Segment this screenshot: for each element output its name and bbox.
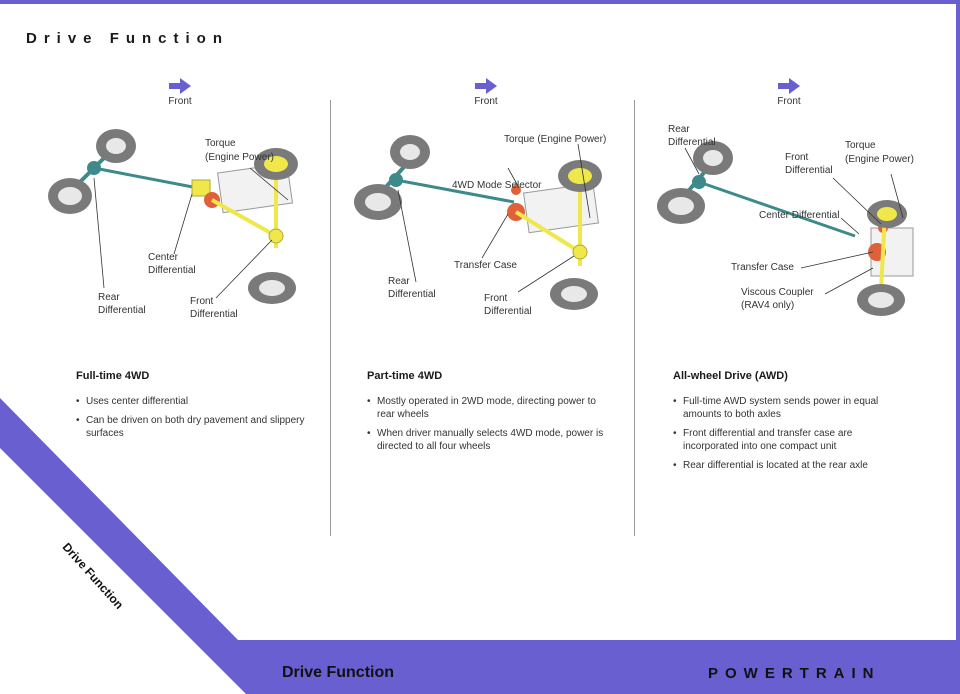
label-center-diff-1: Center	[148, 252, 179, 263]
arrow-right-icon	[475, 78, 497, 94]
section-title: All-wheel Drive (AWD)	[673, 370, 788, 382]
label-front-diff-1: Front	[484, 293, 508, 304]
label-rear-diff-1: Rear	[98, 292, 120, 303]
label-center-diff: Center Differential	[759, 210, 839, 221]
drivetrain-diagram-part-time: Torque (Engine Power) 4WD Mode Selector …	[354, 134, 606, 317]
feature-list: Uses center differential Can be driven o…	[76, 395, 316, 446]
label-front-diff-2: Differential	[484, 306, 532, 317]
drivetrain-diagram-awd: Rear Differential Torque (Engine Power) …	[657, 124, 914, 316]
footer-brand: POWERTRAIN	[708, 665, 881, 682]
label-rear-diff-2: Differential	[388, 289, 436, 300]
label-4wd-selector: 4WD Mode Selector	[452, 180, 542, 191]
front-indicator: Front	[150, 78, 210, 107]
label-torque: Torque	[205, 138, 236, 149]
page-title: Drive Function	[26, 30, 230, 47]
footer-section-title: Drive Function	[282, 664, 395, 681]
list-item: When driver manually selects 4WD mode, p…	[367, 427, 607, 453]
list-item: Rear differential is located at the rear…	[673, 459, 903, 472]
list-item: Front differential and transfer case are…	[673, 427, 903, 453]
label-front-diff-1: Front	[785, 152, 809, 163]
label-transfer-case: Transfer Case	[454, 260, 517, 271]
label-torque-sub: (Engine Power)	[205, 152, 274, 163]
front-indicator: Front	[456, 78, 516, 107]
label-front-diff-2: Differential	[190, 309, 238, 320]
label-rear-diff-1: Rear	[668, 124, 690, 135]
list-item: Uses center differential	[76, 395, 316, 408]
label-torque: Torque	[845, 140, 876, 151]
section-title: Part-time 4WD	[367, 370, 443, 382]
front-label: Front	[777, 96, 801, 107]
front-indicator: Front	[759, 78, 819, 107]
label-viscous-coupler-1: Viscous Coupler	[741, 287, 814, 298]
column-part-time-4wd: Front Torque (Engine Power) 4WD Mode Sel…	[342, 78, 642, 518]
column-divider-2	[634, 100, 635, 536]
list-item: Mostly operated in 2WD mode, directing p…	[367, 395, 607, 421]
arrow-right-icon	[169, 78, 191, 94]
feature-list: Mostly operated in 2WD mode, directing p…	[367, 395, 607, 459]
feature-list: Full-time AWD system sends power in equa…	[673, 395, 903, 478]
front-label: Front	[168, 96, 192, 107]
section-title: Full-time 4WD	[76, 370, 150, 382]
label-torque-sub: (Engine Power)	[845, 154, 914, 165]
column-all-wheel-drive: Front Rear Differential Torque (Engine P…	[645, 78, 945, 518]
arrow-right-icon	[778, 78, 800, 94]
label-rear-diff-1: Rear	[388, 276, 410, 287]
drivetrain-diagram-full-time: Torque (Engine Power) Center Differentia…	[48, 129, 298, 320]
label-transfer-case: Transfer Case	[731, 262, 794, 273]
label-rear-diff-2: Differential	[98, 305, 146, 316]
column-full-time-4wd: Front Torque (Engine Power)	[40, 78, 340, 518]
label-front-diff-2: Differential	[785, 165, 833, 176]
list-item: Can be driven on both dry pavement and s…	[76, 414, 316, 440]
front-label: Front	[474, 96, 498, 107]
label-torque: Torque (Engine Power)	[504, 134, 606, 145]
label-center-diff-2: Differential	[148, 265, 196, 276]
label-front-diff-1: Front	[190, 296, 214, 307]
label-rear-diff-2: Differential	[668, 137, 716, 148]
list-item: Full-time AWD system sends power in equa…	[673, 395, 903, 421]
label-viscous-coupler-2: (RAV4 only)	[741, 300, 794, 311]
column-divider-1	[330, 100, 331, 536]
